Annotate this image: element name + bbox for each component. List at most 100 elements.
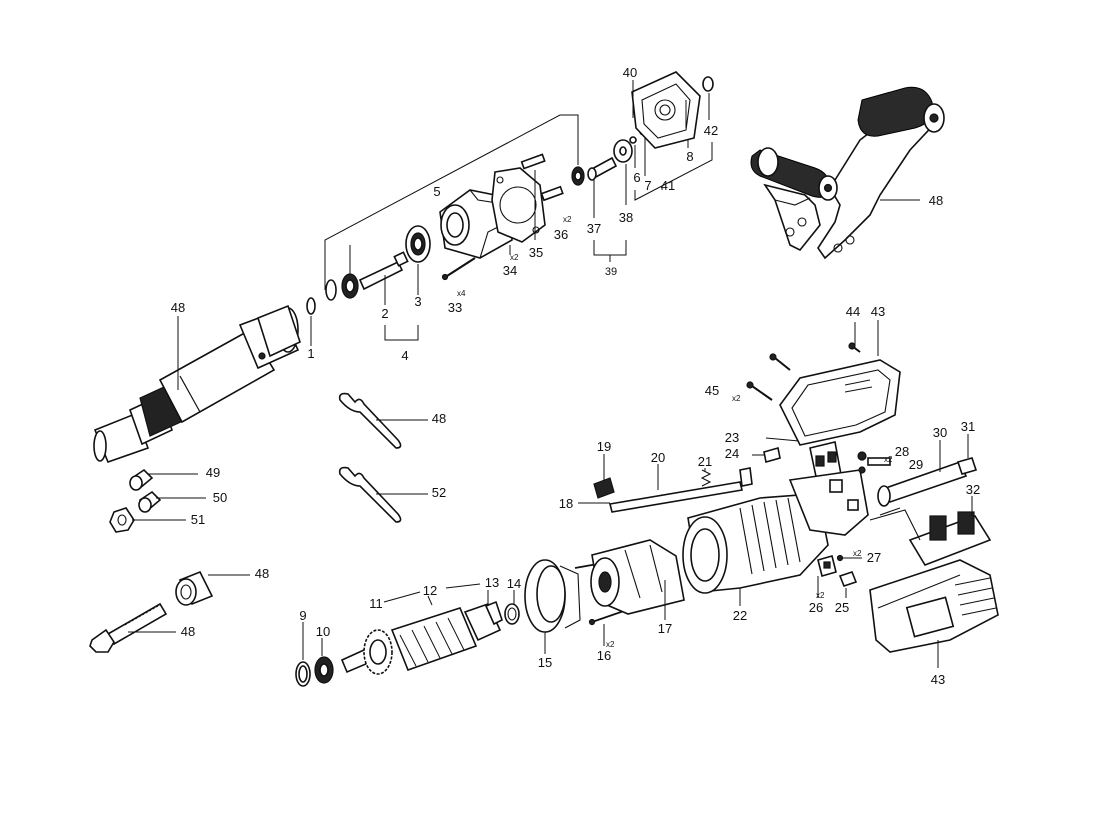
label-1: 1 (307, 346, 314, 361)
qty-33: x4 (457, 289, 466, 298)
bearing-9 (295, 661, 311, 687)
nut-28 (857, 451, 867, 461)
label-4: 4 (401, 348, 408, 363)
field-stator (590, 539, 685, 615)
label-20: 20 (651, 450, 665, 465)
handle-grip-upper (857, 86, 945, 137)
label-48-bushing: 48 (255, 566, 269, 581)
screw-44b (848, 342, 861, 353)
spanner-wrench-lower (338, 466, 402, 523)
small-bearing (571, 166, 585, 186)
bushing (175, 570, 214, 606)
label-45: 45 (705, 383, 719, 398)
spindle (358, 251, 409, 291)
terminal-29 (867, 457, 891, 466)
label-44: 44 (846, 304, 860, 319)
label-34: 34 (503, 263, 517, 278)
bearing (341, 273, 359, 299)
collet-50 (138, 490, 162, 513)
label-23: 23 (725, 430, 739, 445)
washer (613, 139, 633, 163)
o-ring (702, 76, 714, 92)
qty-45: x2 (732, 394, 741, 403)
label-43-bottom: 43 (931, 672, 945, 687)
label-7: 7 (644, 178, 651, 193)
qty-36: x2 (563, 215, 572, 224)
top-cover (779, 359, 901, 446)
label-9: 9 (299, 608, 306, 623)
switch-button (593, 477, 615, 499)
pinion (587, 156, 618, 181)
rear-end-cap (869, 559, 999, 653)
armature (340, 600, 503, 675)
nut-51 (109, 507, 135, 533)
label-52: 52 (432, 485, 446, 500)
qty-28: x2 (884, 455, 893, 464)
label-18: 18 (559, 496, 573, 511)
gear-cover (631, 71, 701, 149)
label-48-handle: 48 (929, 193, 943, 208)
label-39: 39 (605, 266, 617, 278)
circlip (306, 297, 316, 315)
cable (956, 457, 978, 475)
gasket-plate (491, 167, 546, 243)
label-14: 14 (507, 576, 521, 591)
collet-49 (129, 468, 154, 491)
label-29: 29 (909, 457, 923, 472)
label-38: 38 (619, 210, 633, 225)
label-42: 42 (704, 123, 718, 138)
label-48-wrench: 48 (432, 411, 446, 426)
label-35: 35 (529, 245, 543, 260)
qty-26: x2 (816, 591, 825, 600)
screw-45 (746, 381, 773, 401)
label-33: 33 (448, 300, 462, 315)
cable-sleeve (877, 460, 968, 507)
assembled-spindle-unit (93, 304, 301, 464)
bolt (89, 602, 168, 653)
label-11: 11 (369, 596, 383, 611)
label-12: 12 (423, 583, 437, 598)
retaining-ring (325, 279, 337, 301)
carbon-brush (838, 571, 858, 587)
fan-baffle (524, 559, 581, 633)
label-32: 32 (966, 482, 980, 497)
label-26: 26 (809, 600, 823, 615)
label-2: 2 (381, 306, 388, 321)
label-16: 16 (597, 648, 611, 663)
qty-16: x2 (606, 640, 615, 649)
spanner-wrench-upper (338, 392, 402, 449)
bearing-14 (504, 603, 520, 625)
cable-assembly (869, 507, 992, 566)
switch-slider (609, 467, 753, 513)
side-handle-bracket (763, 99, 942, 260)
label-10: 10 (316, 624, 330, 639)
label-15: 15 (538, 655, 552, 670)
label-24: 24 (725, 446, 739, 461)
qty-34: x2 (510, 253, 519, 262)
label-51: 51 (191, 512, 205, 527)
label-19: 19 (597, 439, 611, 454)
handle-grip-lower (750, 147, 838, 201)
label-48-bolt: 48 (181, 624, 195, 639)
nut-28b (858, 466, 866, 474)
label-36: 36 (554, 227, 568, 242)
key-pins (520, 153, 564, 202)
label-50: 50 (213, 490, 227, 505)
label-25: 25 (835, 600, 849, 615)
ball (629, 136, 637, 144)
label-48-spindle: 48 (171, 300, 185, 315)
qty-27: x2 (853, 549, 862, 558)
label-17: 17 (658, 621, 672, 636)
label-40: 40 (623, 65, 637, 80)
label-21: 21 (698, 454, 712, 469)
spring (700, 469, 712, 487)
brush-holder (817, 555, 837, 577)
label-13: 13 (485, 575, 499, 590)
label-31: 31 (961, 419, 975, 434)
label-5: 5 (433, 184, 440, 199)
label-28: 28 (895, 444, 909, 459)
label-3: 3 (414, 294, 421, 309)
label-41: 41 (661, 178, 675, 193)
label-49: 49 (206, 465, 220, 480)
